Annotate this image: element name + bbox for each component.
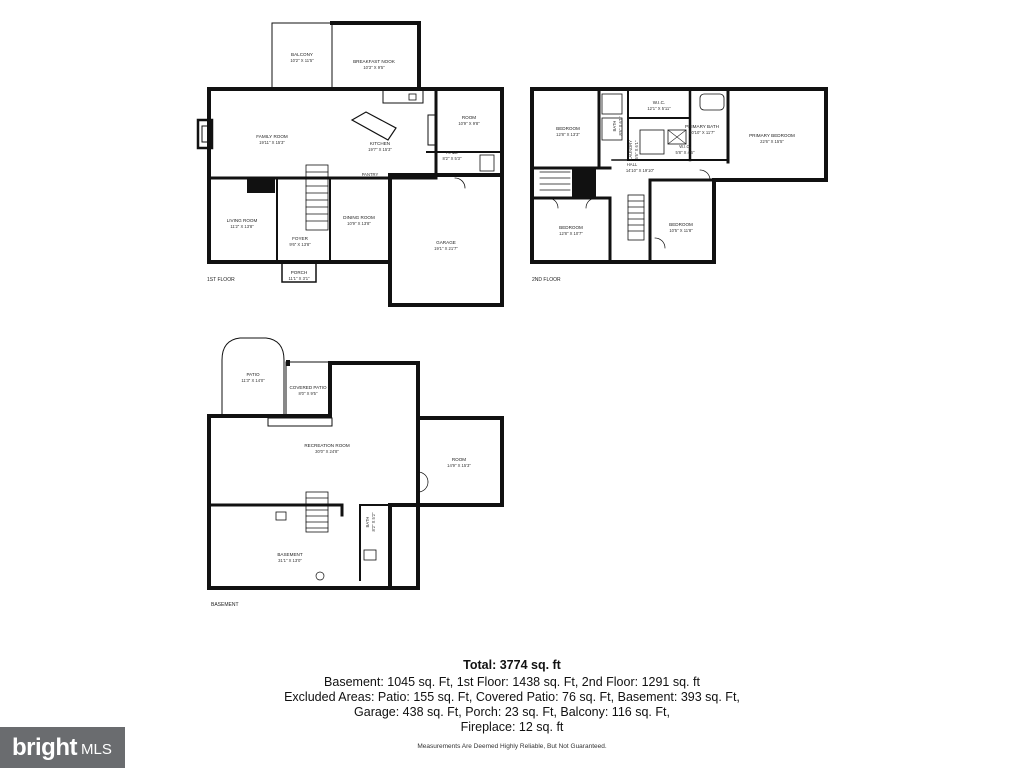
room-name-bath3: BATH bbox=[365, 517, 370, 528]
basement-post bbox=[286, 360, 290, 366]
room-name-bed2: BEDROOM bbox=[559, 225, 583, 230]
floor-label-basement: BASEMENT bbox=[211, 602, 239, 608]
room-dims-patio: 11'3" X 14'0" bbox=[241, 378, 265, 383]
room-dims-laundry: 5'6" X 6'1" bbox=[634, 140, 639, 160]
room-dims-foyer: 9'6" X 13'8" bbox=[289, 242, 311, 247]
room-dims-bed1: 12'8" X 13'3" bbox=[556, 132, 580, 137]
room-name-kitchen: KITCHEN bbox=[370, 141, 390, 146]
room-dims-hall1: 8'2" X 5'3" bbox=[442, 156, 462, 161]
room-dims-cpatio: 8'0" X 9'5" bbox=[298, 391, 318, 396]
area-breakdown-line: Basement: 1045 sq. Ft, 1st Floor: 1438 s… bbox=[324, 675, 700, 689]
room-dims-breakfast: 10'3" X 9'5" bbox=[363, 65, 385, 70]
room-name-pantry: PANTRY bbox=[362, 172, 379, 177]
room-name-hall2: HALL bbox=[627, 162, 638, 167]
room-name-rec: RECREATION ROOM bbox=[304, 443, 350, 448]
room-name-garage: GARAGE bbox=[436, 240, 456, 245]
bright-mls-logo: bright MLS bbox=[0, 727, 125, 768]
first-floor-plan bbox=[196, 21, 504, 307]
room-name-bed3: BEDROOM bbox=[669, 222, 693, 227]
room-name-wic2: W.I.C. bbox=[679, 144, 690, 149]
room-name-wic: W.I.C. bbox=[653, 100, 666, 105]
logo-suffix: MLS bbox=[80, 740, 112, 758]
room-dims-wic: 12'1" X 5'11" bbox=[647, 106, 671, 111]
room-dims-hall2: 14'10" X 19'10" bbox=[626, 168, 655, 173]
room-name-primary: PRIMARY BEDROOM bbox=[749, 133, 795, 138]
excluded-areas-line-2: Garage: 438 sq. Ft, Porch: 23 sq. Ft, Ba… bbox=[354, 705, 670, 719]
first-floor-labels: BALCONY 10'2" X 11'5" BREAKFAST NOOK 10'… bbox=[207, 52, 480, 283]
room-name-cpatio: COVERED PATIO bbox=[289, 385, 327, 390]
room-name-family: FAMILY ROOM bbox=[256, 134, 288, 139]
room-name-bed1: BEDROOM bbox=[556, 126, 580, 131]
room-dims-wic2: 5'8" X 4'6" bbox=[675, 150, 695, 155]
room-name-room2: ROOM bbox=[452, 457, 466, 462]
room-name-foyer: FOYER bbox=[292, 236, 309, 241]
room-name-bath2: BATH bbox=[612, 121, 617, 132]
room-name-basement: BASEMENT bbox=[277, 552, 302, 557]
second-floor-stair-block bbox=[572, 168, 596, 198]
first-floor-stair-block bbox=[247, 179, 275, 193]
room-name-room1: ROOM bbox=[462, 115, 476, 120]
floor-label-first: 1ST FLOOR bbox=[207, 277, 235, 283]
floor-plan: BALCONY 10'2" X 11'5" BREAKFAST NOOK 10'… bbox=[196, 21, 828, 608]
room-dims-pbath: 10'10" X 11'7" bbox=[689, 130, 715, 135]
room-dims-kitchen: 19'7" X 15'3" bbox=[368, 147, 392, 152]
room-name-breakfast: BREAKFAST NOOK bbox=[353, 59, 396, 64]
room-name-laundry: LAUNDRY bbox=[628, 140, 633, 160]
room-dims-primary: 22'6" X 15'5" bbox=[760, 139, 784, 144]
room-name-pbath: PRIMARY BATH bbox=[685, 124, 719, 129]
room-dims-room1: 10'9" X 9'8" bbox=[458, 121, 480, 126]
room-dims-bath3: 8'2" X 5'2" bbox=[371, 512, 376, 532]
second-floor-plan bbox=[530, 87, 828, 264]
room-dims-room2: 14'9" X 15'3" bbox=[447, 463, 471, 468]
second-floor-labels: BEDROOM 12'8" X 13'3" W.I.C. 12'1" X 5'1… bbox=[532, 100, 795, 283]
room-dims-balcony: 10'2" X 11'5" bbox=[290, 58, 314, 63]
room-dims-basement: 31'1" X 13'0" bbox=[278, 558, 302, 563]
basement-labels: PATIO 11'3" X 14'0" COVERED PATIO 8'0" X… bbox=[211, 372, 471, 608]
floor-label-second: 2ND FLOOR bbox=[532, 277, 561, 283]
room-dims-bed2: 12'8" X 10'7" bbox=[559, 231, 583, 236]
logo-brand: bright bbox=[12, 733, 77, 761]
room-dims-living: 11'2" X 13'8" bbox=[230, 224, 254, 229]
room-name-hall1: HALL bbox=[446, 150, 458, 155]
fireplace-line: Fireplace: 12 sq. ft bbox=[460, 720, 564, 734]
room-name-dining: DINING ROOM bbox=[343, 215, 375, 220]
room-name-porch: PORCH bbox=[291, 270, 308, 275]
room-name-living: LIVING ROOM bbox=[227, 218, 258, 223]
total-area: Total: 3774 sq. ft bbox=[463, 658, 561, 672]
room-dims-bath2: 8'6" X 6'1" bbox=[618, 116, 623, 136]
room-dims-rec: 30'0" X 24'8" bbox=[315, 449, 339, 454]
room-dims-garage: 19'1" X 21'7" bbox=[434, 246, 458, 251]
room-name-patio: PATIO bbox=[246, 372, 260, 377]
room-name-balcony: BALCONY bbox=[291, 52, 313, 57]
room-dims-bed3: 10'5" X 11'8" bbox=[669, 228, 693, 233]
basement-plan bbox=[207, 337, 504, 590]
room-dims-dining: 10'9" X 13'8" bbox=[347, 221, 371, 226]
excluded-areas-line: Excluded Areas: Patio: 155 sq. Ft, Cover… bbox=[284, 690, 740, 704]
disclaimer: Measurements Are Deemed Highly Reliable,… bbox=[417, 743, 607, 750]
room-dims-family: 19'11" X 15'3" bbox=[259, 140, 285, 145]
room-dims-porch: 11'1" X 3'1" bbox=[288, 276, 310, 281]
